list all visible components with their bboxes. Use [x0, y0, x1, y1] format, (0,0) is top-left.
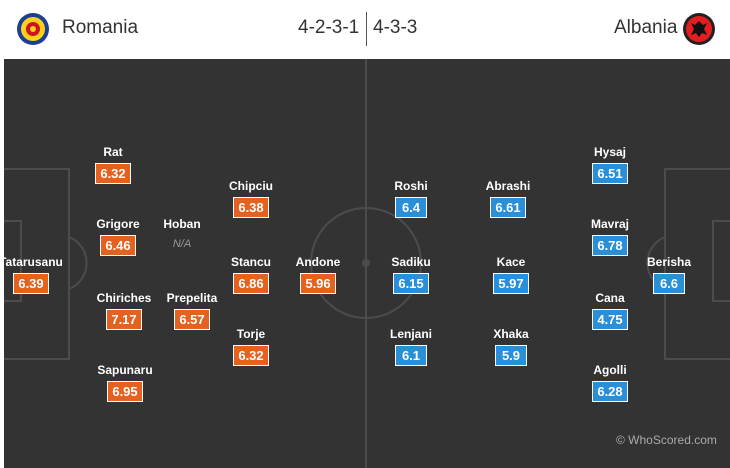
away-player[interactable]: Cana 4.75: [565, 291, 655, 330]
player-rating: 6.78: [592, 235, 628, 256]
player-rating: 6.46: [100, 235, 136, 256]
player-rating: 6.57: [174, 309, 210, 330]
player-rating: 6.95: [107, 381, 143, 402]
player-name: Stancu: [230, 255, 271, 269]
away-player[interactable]: Kace 5.97: [466, 255, 556, 294]
home-player[interactable]: Stancu 6.86: [206, 255, 296, 294]
player-name: Hysaj: [593, 145, 627, 159]
player-rating: 6.86: [233, 273, 269, 294]
player-name: Rat: [103, 145, 123, 159]
player-name: Agolli: [593, 363, 627, 377]
player-name: Chiriches: [96, 291, 152, 305]
player-rating: 6.51: [592, 163, 628, 184]
player-name: Cana: [595, 291, 625, 305]
home-player[interactable]: Chiriches 7.17: [79, 291, 169, 330]
player-rating: 6.4: [395, 197, 427, 218]
away-player[interactable]: Mavraj 6.78: [565, 217, 655, 256]
away-player[interactable]: Agolli 6.28: [565, 363, 655, 402]
away-player[interactable]: Roshi 6.4: [366, 179, 456, 218]
away-player[interactable]: Sadiku 6.15: [366, 255, 456, 294]
player-rating: 7.17: [106, 309, 142, 330]
watermark: © WhoScored.com: [616, 433, 717, 447]
home-player[interactable]: Prepelita 6.57: [147, 291, 237, 330]
player-rating: 6.61: [490, 197, 526, 218]
away-player[interactable]: Abrashi 6.61: [463, 179, 553, 218]
player-name: Mavraj: [590, 217, 630, 231]
player-rating: 4.75: [592, 309, 628, 330]
player-rating: 6.15: [393, 273, 429, 294]
player-rating: 6.32: [233, 345, 269, 366]
player-name: Tatarusanu: [4, 255, 63, 269]
player-rating: 5.97: [493, 273, 529, 294]
home-player[interactable]: Rat 6.32: [68, 145, 158, 184]
home-player[interactable]: Torje 6.32: [206, 327, 296, 366]
match-header: Romania 4-2-3-1 4-3-3 Albania: [0, 0, 730, 58]
player-name: Roshi: [394, 179, 428, 193]
home-player[interactable]: Chipciu 6.38: [206, 179, 296, 218]
player-name: Hoban: [163, 217, 201, 231]
player-name: Sadiku: [391, 255, 431, 269]
player-name: Sapunaru: [97, 363, 153, 377]
away-team-name: Albania: [614, 17, 678, 38]
home-player[interactable]: Tatarusanu 6.39: [4, 255, 76, 294]
albania-crest-icon: [683, 13, 715, 45]
player-name: Abrashi: [485, 179, 531, 193]
away-player[interactable]: Xhaka 5.9: [466, 327, 556, 366]
home-player[interactable]: Andone 5.96: [273, 255, 363, 294]
romania-crest-icon: [17, 13, 49, 45]
away-player[interactable]: Lenjani 6.1: [366, 327, 456, 366]
player-rating: 6.32: [95, 163, 131, 184]
player-rating: 5.96: [300, 273, 336, 294]
player-rating: 6.6: [653, 273, 685, 294]
away-formation: 4-3-3: [373, 17, 418, 38]
player-name: Chipciu: [229, 179, 273, 193]
pitch-lines: [4, 59, 730, 468]
player-rating: 6.39: [13, 273, 49, 294]
player-name: Prepelita: [166, 291, 218, 305]
away-player[interactable]: Berisha 6.6: [624, 255, 714, 294]
player-name: Berisha: [646, 255, 692, 269]
home-player[interactable]: Grigore 6.46: [73, 217, 163, 256]
formation-divider: [366, 12, 367, 46]
player-rating: N/A: [172, 238, 192, 250]
player-name: Lenjani: [389, 327, 432, 341]
player-name: Andone: [295, 255, 341, 269]
player-name: Torje: [236, 327, 266, 341]
away-player[interactable]: Hysaj 6.51: [565, 145, 655, 184]
player-name: Grigore: [96, 217, 140, 231]
home-team-name: Romania: [62, 17, 139, 38]
player-rating: 6.28: [592, 381, 628, 402]
player-name: Xhaka: [493, 327, 529, 341]
home-formation: 4-2-3-1: [298, 17, 360, 38]
player-rating: 5.9: [495, 345, 527, 366]
player-rating: 6.1: [395, 345, 427, 366]
player-rating: 6.38: [233, 197, 269, 218]
player-name: Kace: [496, 255, 526, 269]
home-player[interactable]: Sapunaru 6.95: [80, 363, 170, 402]
